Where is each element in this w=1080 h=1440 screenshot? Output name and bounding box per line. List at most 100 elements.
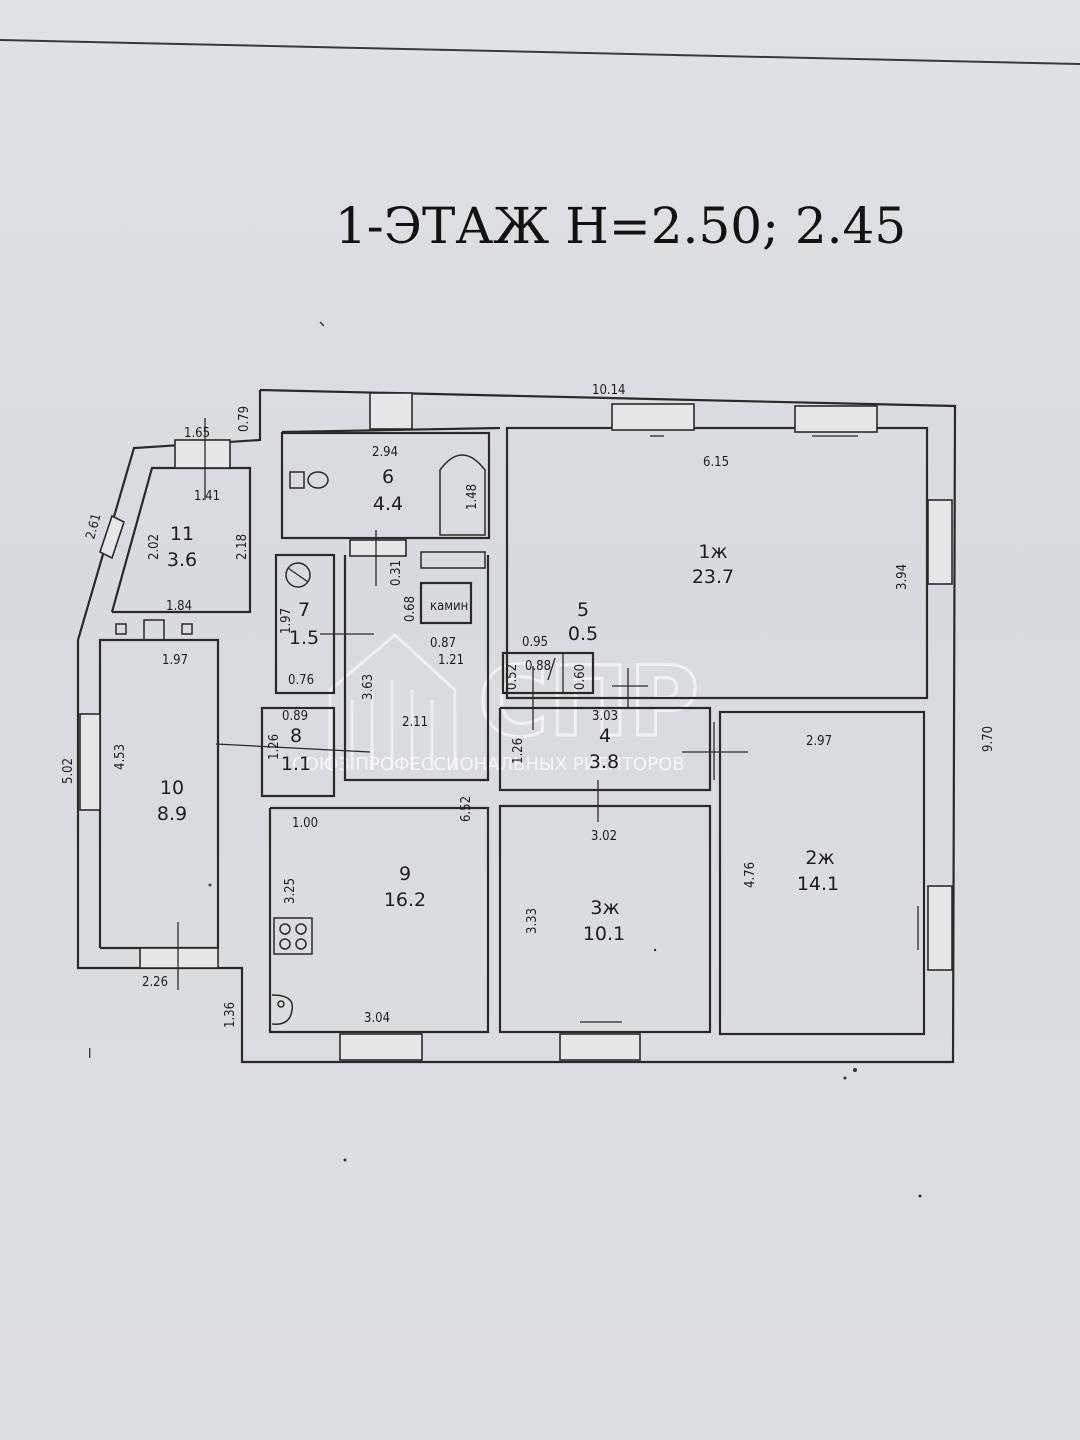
toilet-icon	[289, 471, 329, 489]
scan-specks	[208, 883, 922, 1198]
room-label-4: 4 3.8	[589, 725, 619, 773]
dimension-label: 9.70	[981, 726, 996, 752]
dimension-label: 4.53	[113, 744, 128, 770]
sink-icon	[271, 994, 294, 1025]
room-area: 1.5	[289, 627, 319, 649]
room-id: 8	[290, 725, 302, 747]
room-id: 7	[298, 599, 310, 621]
dimension-label: 6.52	[459, 796, 474, 822]
room-area: 23.7	[692, 566, 734, 588]
dimension-label: 1.65	[184, 426, 210, 441]
watermark-logo: СПР	[478, 646, 699, 758]
dimension-label: 1.97	[279, 608, 294, 634]
section-mark: I	[88, 1047, 91, 1062]
room-2-outline	[718, 710, 926, 1036]
room-id: 9	[399, 863, 411, 885]
room-id: 5	[577, 599, 589, 621]
dimension-label: 0.68	[403, 596, 418, 622]
axis-lines	[177, 321, 919, 1023]
room-area: 4.4	[373, 493, 403, 515]
dimension-label: 1.41	[194, 489, 220, 504]
room-id: 6	[382, 466, 394, 488]
room-label-10: 10 8.9	[157, 777, 187, 825]
room-area: 3.8	[589, 751, 619, 773]
room-6-outline	[280, 431, 491, 540]
dimension-label: 2.26	[142, 975, 168, 990]
room-8-outline	[260, 706, 336, 798]
dimension-labels: 10.14 0.79 1.65 2.94 6.15 1.41 2.61 2.02…	[61, 383, 996, 1028]
dimension-label: 0.89	[282, 709, 308, 724]
dimension-label: 3.02	[591, 829, 617, 844]
dimension-label: 0.95	[522, 635, 548, 650]
dimension-label: 5.02	[61, 758, 76, 784]
dimension-label: 0.88	[525, 659, 551, 674]
dimension-label: 3.03	[592, 709, 618, 724]
dimension-label: 2.61	[83, 512, 104, 541]
room-label-9: 9 16.2	[384, 863, 426, 911]
dimension-label: 1.26	[267, 734, 282, 760]
dimension-label: 1.26	[511, 738, 526, 764]
room-area: 14.1	[797, 873, 839, 895]
room-label-3: 3ж 10.1	[583, 897, 625, 945]
dimension-label: 3.94	[895, 564, 910, 590]
dimension-label: 0.60	[573, 664, 588, 690]
room-3-outline	[498, 804, 712, 1034]
fireplace-icon	[419, 551, 486, 625]
room-id: 2ж	[805, 847, 834, 869]
room-id: 11	[170, 523, 194, 545]
watermark: СПР СОЮЗ ПРОФЕССИОНАЛЬНЫХ РИЕЛТОРОВ	[292, 633, 701, 775]
room-area: 8.9	[157, 803, 187, 825]
dimension-label: 0.76	[288, 673, 314, 688]
dimension-label: 2.97	[806, 734, 832, 749]
dimension-label: 1.00	[292, 816, 318, 831]
room-area: 10.1	[583, 923, 625, 945]
room-id: 1ж	[698, 541, 727, 563]
room-area: 16.2	[384, 889, 426, 911]
room-1-outline	[505, 426, 929, 700]
dimension-label: 3.25	[283, 878, 298, 904]
dimension-label: 4.76	[743, 862, 758, 888]
paper-edge-line	[0, 39, 1080, 65]
dimension-label: 1.84	[166, 599, 192, 614]
dimension-label: 2.11	[402, 715, 428, 730]
dimension-label: 3.63	[361, 674, 376, 700]
dimension-label: 1.36	[223, 1002, 238, 1028]
dimension-label: 3.04	[364, 1011, 390, 1026]
room-9-outline	[268, 555, 490, 1034]
room-id: 3ж	[590, 897, 619, 919]
room-7-outline	[274, 553, 336, 695]
watermark-building-icon	[328, 633, 457, 770]
bathtub-icon	[439, 454, 486, 536]
plan-title: 1-ЭТАЖ H=2.50; 2.45	[335, 197, 906, 255]
dimension-label: 1.97	[162, 653, 188, 668]
windows	[79, 392, 953, 1061]
room-label-6: 6 4.4	[373, 466, 403, 515]
room-label-7: 7 1.5	[289, 599, 319, 649]
dimension-label: 6.15	[703, 455, 729, 470]
room-label-11: 11 3.6	[167, 523, 197, 571]
room-id: 4	[599, 725, 611, 747]
dimension-label: 2.18	[235, 534, 250, 560]
dimension-label: 0.87	[430, 636, 456, 651]
dimension-label: 2.02	[147, 534, 162, 560]
vent-icons	[115, 619, 193, 641]
room-4-outline	[498, 706, 712, 792]
dimension-label: 1.21	[438, 653, 464, 668]
room-label-5: 5 0.5	[568, 599, 598, 645]
dimension-label: 1.48	[465, 484, 480, 510]
room-area: 1.1	[281, 753, 311, 775]
fireplace-label: камин	[430, 599, 468, 614]
dimension-label: 2.94	[372, 445, 398, 460]
room-label-8: 8 1.1	[281, 725, 311, 775]
room-label-1: 1ж 23.7	[692, 541, 734, 588]
dimension-label: 0.31	[389, 560, 404, 586]
room-area: 3.6	[167, 549, 197, 571]
room-id: 10	[160, 777, 184, 799]
stove-icon	[273, 917, 313, 955]
room-area: 0.5	[568, 623, 598, 645]
dimension-label: 3.33	[525, 908, 540, 934]
room-5-outline	[501, 651, 595, 695]
room-label-2: 2ж 14.1	[797, 847, 839, 895]
